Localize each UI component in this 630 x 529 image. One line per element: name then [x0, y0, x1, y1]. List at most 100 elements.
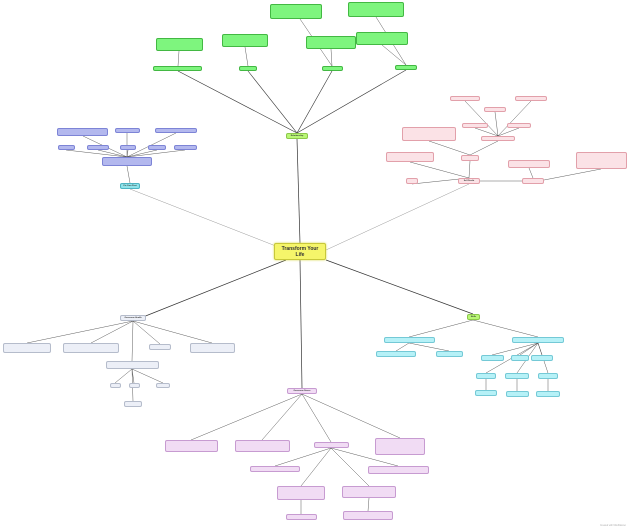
health-leaf-node[interactable]: [124, 401, 142, 407]
relationship-note-node[interactable]: [270, 4, 322, 19]
connector-line: [132, 320, 161, 345]
skills-node[interactable]: Skills: [467, 314, 480, 320]
fix-past-hub-node[interactable]: [102, 157, 152, 166]
self-doubt-leaf-node[interactable]: [507, 123, 531, 128]
skills-leaf-node[interactable]: [538, 373, 558, 379]
health-leaf-node[interactable]: [156, 383, 170, 388]
self-doubt-note-node[interactable]: [576, 152, 627, 169]
overcome-stress-node[interactable]: Overcome Stress: [287, 388, 317, 394]
connector-line: [528, 167, 534, 179]
connector-line: [409, 161, 470, 179]
central-topic-label: Transform Your Life: [281, 245, 319, 258]
skills-leaf-node[interactable]: [376, 351, 416, 357]
skills-leaf-node[interactable]: [536, 391, 560, 397]
self-doubt-leaf-node[interactable]: [450, 96, 480, 101]
stress-hub-node[interactable]: [314, 442, 349, 448]
skills-label: Skills: [470, 315, 477, 318]
skills-leaf-node[interactable]: [475, 390, 497, 396]
relationship-leaf-node[interactable]: [153, 66, 202, 71]
fix-past-leaf-node[interactable]: [87, 145, 109, 150]
skills-leaf-node[interactable]: [506, 391, 529, 397]
skills-hub-node[interactable]: [384, 337, 435, 343]
relationship-leaf-node[interactable]: [239, 66, 257, 71]
skills-leaf-node[interactable]: [531, 355, 553, 361]
self-doubt-note-node[interactable]: [386, 152, 434, 162]
fix-past-leaf-node[interactable]: [120, 145, 136, 150]
stress-note-node[interactable]: [343, 511, 393, 520]
health-leaf-node[interactable]: [110, 383, 121, 388]
health-note-node[interactable]: [63, 343, 119, 353]
stress-note-node[interactable]: [375, 438, 425, 455]
overcome-health-node[interactable]: Overcome Health: [120, 315, 146, 321]
connector-line: [261, 393, 303, 441]
self-doubt-hub-node[interactable]: [481, 136, 515, 141]
relationship-note-node[interactable]: [306, 36, 356, 49]
connector-line: [408, 342, 450, 352]
connector-line: [247, 70, 298, 134]
stress-note-node[interactable]: [277, 486, 325, 500]
skills-leaf-node[interactable]: [476, 373, 496, 379]
connector-line: [325, 259, 474, 315]
self-doubt-leaf-node[interactable]: [484, 107, 506, 112]
relationship-note-node[interactable]: [222, 34, 268, 47]
relationship-leaf-node[interactable]: [395, 65, 417, 70]
fix-past-leaf-node[interactable]: [148, 145, 166, 150]
health-leaf-node[interactable]: [129, 383, 140, 388]
self-doubt-leaf-node[interactable]: [406, 178, 418, 184]
relationship-node[interactable]: Relationship: [286, 133, 308, 139]
connector-line: [519, 342, 539, 356]
credit-text: Created with MindMeister: [599, 525, 626, 527]
fix-past-leaf-node[interactable]: [174, 145, 197, 150]
connector-line: [472, 319, 539, 338]
fix-past-leaf-node[interactable]: [58, 145, 75, 150]
central-topic-node[interactable]: Transform Your Life: [274, 243, 326, 260]
stress-leaf-node[interactable]: [250, 466, 300, 472]
skills-leaf-node[interactable]: [505, 373, 529, 379]
connector-line: [491, 342, 539, 356]
relationship-note-node[interactable]: [156, 38, 203, 51]
self-doubt-label: Self Doubt: [463, 179, 475, 182]
relationship-note-node[interactable]: [348, 2, 404, 17]
stress-note-node[interactable]: [368, 466, 429, 474]
connector-line: [90, 320, 134, 344]
connector-line: [126, 149, 158, 158]
fix-your-past-node[interactable]: Fix Your Past: [120, 183, 140, 189]
stress-note-node[interactable]: [165, 440, 218, 452]
self-doubt-note-node[interactable]: [508, 160, 550, 168]
self-doubt-leaf-node[interactable]: [522, 178, 544, 184]
stress-note-node[interactable]: [342, 486, 396, 498]
connector-line: [296, 70, 333, 134]
self-doubt-note-node[interactable]: [402, 127, 456, 141]
self-doubt-leaf-node[interactable]: [462, 123, 488, 128]
fix-past-leaf-node[interactable]: [57, 128, 108, 136]
health-leaf-node[interactable]: [149, 344, 171, 350]
self-doubt-node[interactable]: Self Doubt: [458, 178, 480, 184]
connector-line: [497, 127, 520, 137]
fix-past-leaf-node[interactable]: [155, 128, 197, 133]
overcome-stress-label: Overcome Stress: [293, 389, 311, 392]
fix-past-leaf-node[interactable]: [115, 128, 140, 133]
relationship-label: Relationship: [290, 134, 304, 137]
connector-line: [132, 320, 213, 344]
connector-line: [381, 44, 407, 66]
skills-leaf-node[interactable]: [511, 355, 529, 361]
self-doubt-leaf-node[interactable]: [515, 96, 547, 101]
skills-leaf-node[interactable]: [436, 351, 463, 357]
connector-line: [296, 138, 301, 244]
stress-note-node[interactable]: [235, 440, 290, 452]
health-hub-node[interactable]: [106, 361, 159, 369]
skills-leaf-node[interactable]: [481, 355, 504, 361]
relationship-leaf-node[interactable]: [322, 66, 343, 71]
health-note-node[interactable]: [3, 343, 51, 353]
skills-hub-node[interactable]: [512, 337, 564, 343]
self-doubt-hub-node[interactable]: [461, 155, 479, 161]
relationship-note-node[interactable]: [356, 32, 408, 45]
connector-line: [468, 160, 471, 179]
connector-line: [126, 165, 131, 184]
connector-line: [469, 140, 499, 156]
health-note-node[interactable]: [190, 343, 235, 353]
connector-line: [301, 393, 401, 439]
stress-leaf-node[interactable]: [286, 514, 317, 520]
